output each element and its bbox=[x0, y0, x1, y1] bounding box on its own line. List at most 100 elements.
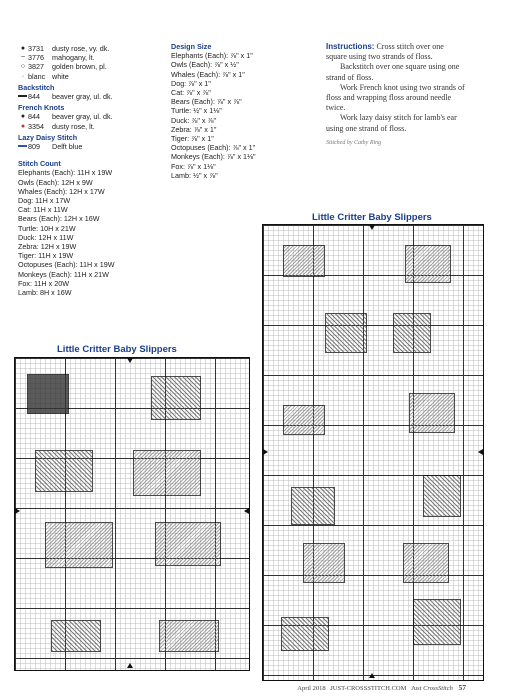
stitcher-credit: Stitched by Cathy Ring bbox=[326, 139, 382, 146]
page-number: 57 bbox=[458, 683, 467, 692]
elephant-motif bbox=[283, 245, 325, 277]
center-arrow-icon bbox=[127, 663, 133, 668]
stitch-count-item: Zebra: 12H x 19W bbox=[18, 242, 77, 252]
turtle-motif bbox=[35, 450, 93, 492]
backstitch-line-icon bbox=[18, 95, 27, 97]
floss-number: 3827 bbox=[28, 62, 44, 72]
center-arrow-icon bbox=[127, 358, 133, 363]
stitch-count-item: Dog: 11H x 17W bbox=[18, 196, 71, 206]
chart-grid-left bbox=[14, 357, 250, 671]
instructions: Instructions: Cross stitch over one squa… bbox=[326, 42, 466, 148]
stitch-count-item: Fox: 11H x 20W bbox=[18, 278, 69, 288]
instructions-p4: Work lazy daisy stitch for lamb's ear us… bbox=[326, 113, 457, 133]
floss-name: beaver gray, ul. dk. bbox=[52, 92, 113, 102]
french-knots-heading: French Knots bbox=[18, 103, 65, 113]
floss-name: dusty rose, lt. bbox=[52, 121, 95, 131]
floss-name: beaver gray, ul. dk. bbox=[52, 112, 113, 122]
stitch-count-item: Lamb: 8H x 16W bbox=[18, 288, 72, 298]
floss-row: ~3776 mahogany, lt. bbox=[18, 53, 168, 62]
backstitch-row: 844 beaver gray, ul. dk. bbox=[18, 92, 168, 101]
chart-title-left: Little Critter Baby Slippers bbox=[57, 344, 177, 355]
center-arrow-icon bbox=[263, 449, 268, 455]
french-knot-symbol: ● bbox=[20, 113, 26, 121]
stitch-count-item: Elephants (Each): 11H x 19W bbox=[18, 168, 113, 178]
design-size-item: Elephants (Each): ⅞" x 1" bbox=[171, 51, 253, 61]
bear-motif bbox=[423, 475, 461, 517]
cat-motif bbox=[151, 376, 201, 420]
design-size: Design Size Elephants (Each): ⅞" x 1" Ow… bbox=[171, 42, 311, 180]
design-size-item: Dog: ⅞" x 1" bbox=[171, 78, 211, 88]
design-size-item: Duck: ⅞" x ⅞" bbox=[171, 115, 217, 125]
stitch-count-item: Monkeys (Each): 11H x 21W bbox=[18, 269, 109, 279]
lazy-daisy-heading: Lazy Daisy Stitch bbox=[18, 132, 78, 142]
french-knot-row: ●3354 dusty rose, lt. bbox=[18, 122, 168, 131]
floss-symbol: · bbox=[21, 72, 25, 80]
footer-issue: April 2018 bbox=[297, 685, 326, 692]
bear-motif bbox=[291, 487, 335, 525]
design-size-item: Monkeys (Each): ⅞" x 1⅛" bbox=[171, 152, 256, 162]
floss-symbol: ○ bbox=[20, 63, 26, 71]
dog-motif bbox=[27, 374, 69, 414]
chart-title-right: Little Critter Baby Slippers bbox=[312, 212, 432, 223]
center-arrow-icon bbox=[369, 673, 375, 678]
center-arrow-icon bbox=[15, 508, 20, 514]
center-arrow-icon bbox=[244, 508, 249, 514]
floss-number: 809 bbox=[28, 142, 40, 152]
design-size-item: Fox: ⅞" x 1⅛" bbox=[171, 161, 216, 171]
stitch-count-item: Bears (Each): 12H x 16W bbox=[18, 214, 100, 224]
instructions-p1: Instructions: Cross stitch over one squa… bbox=[326, 42, 466, 62]
footer-site: JUST-CROSSSTITCH.COM bbox=[330, 685, 407, 692]
floss-name: white bbox=[52, 71, 69, 81]
floss-number: 844 bbox=[28, 112, 40, 122]
design-size-item: Lamb: ½" x ⅞" bbox=[171, 170, 218, 180]
floss-symbol: ~ bbox=[20, 54, 26, 62]
french-knot-symbol: ● bbox=[20, 122, 26, 130]
stitch-count-list: Elephants (Each): 11H x 19W Owls (Each):… bbox=[18, 168, 168, 297]
tiger-motif bbox=[155, 522, 221, 566]
elephant-motif bbox=[405, 245, 451, 283]
stitch-count-item: Duck: 12H x 11W bbox=[18, 232, 74, 242]
stitch-count-item: Owls (Each): 12H x 9W bbox=[18, 177, 93, 187]
design-size-item: Tiger: ⅞" x 1" bbox=[171, 134, 214, 144]
floss-name: mahogany, lt. bbox=[52, 53, 95, 63]
design-size-item: Owls (Each): ⅞" x ½" bbox=[171, 60, 239, 70]
french-knot-row: ●844 beaver gray, ul. dk. bbox=[18, 112, 168, 121]
floss-row: ○3827 golden brown, pl. bbox=[18, 62, 168, 71]
stitch-count-item: Whales (Each): 12H x 17W bbox=[18, 186, 105, 196]
lazy-daisy-line-icon bbox=[18, 145, 27, 147]
owl-motif bbox=[393, 313, 431, 353]
design-size-item: Octopuses (Each): ⅞" x 1" bbox=[171, 143, 256, 153]
floss-number: 3354 bbox=[28, 121, 44, 131]
floss-number: 844 bbox=[28, 92, 40, 102]
owl-motif bbox=[325, 313, 367, 353]
stitch-count-item: Octopuses (Each): 11H x 19W bbox=[18, 260, 115, 270]
floss-name: dusty rose, vy. dk. bbox=[52, 44, 110, 53]
monkey-motif bbox=[281, 617, 329, 651]
floss-number: 3776 bbox=[28, 53, 44, 63]
whale-motif bbox=[409, 393, 455, 433]
design-size-heading: Design Size bbox=[171, 42, 212, 51]
design-size-item: Whales (Each): ⅞" x 1" bbox=[171, 69, 245, 79]
floss-name: golden brown, pl. bbox=[52, 62, 107, 72]
floss-number: 3731 bbox=[28, 44, 44, 53]
stitch-count-item: Cat: 11H x 11W bbox=[18, 205, 68, 215]
floss-symbol: ● bbox=[20, 45, 26, 52]
instructions-p3: Work French knot using two strands of fl… bbox=[326, 82, 465, 113]
octopus-motif bbox=[403, 543, 449, 583]
design-size-item: Bears (Each): ⅞" x ⅞" bbox=[171, 97, 242, 107]
instructions-p2: Backstitch over one square using one str… bbox=[326, 62, 460, 82]
duck-motif bbox=[133, 450, 201, 496]
instructions-heading: Instructions: bbox=[326, 42, 375, 51]
floss-row: ●3731 dusty rose, vy. dk. bbox=[18, 44, 168, 53]
page-footer: April 2018 JUST-CROSSSTITCH.COM Just Cro… bbox=[297, 683, 466, 692]
instructions-text: Cross stitch over one square using two s… bbox=[326, 42, 444, 62]
chart-grid-right bbox=[262, 224, 484, 681]
design-size-item: Zebra: ⅞" x 1" bbox=[171, 124, 217, 134]
stitch-count-item: Tiger: 11H x 19W bbox=[18, 251, 74, 261]
monkey-motif bbox=[413, 599, 461, 645]
center-arrow-icon bbox=[369, 225, 375, 230]
backstitch-heading: Backstitch bbox=[18, 82, 55, 92]
center-arrow-icon bbox=[478, 449, 483, 455]
footer-magazine: Just CrossStitch bbox=[411, 685, 453, 692]
